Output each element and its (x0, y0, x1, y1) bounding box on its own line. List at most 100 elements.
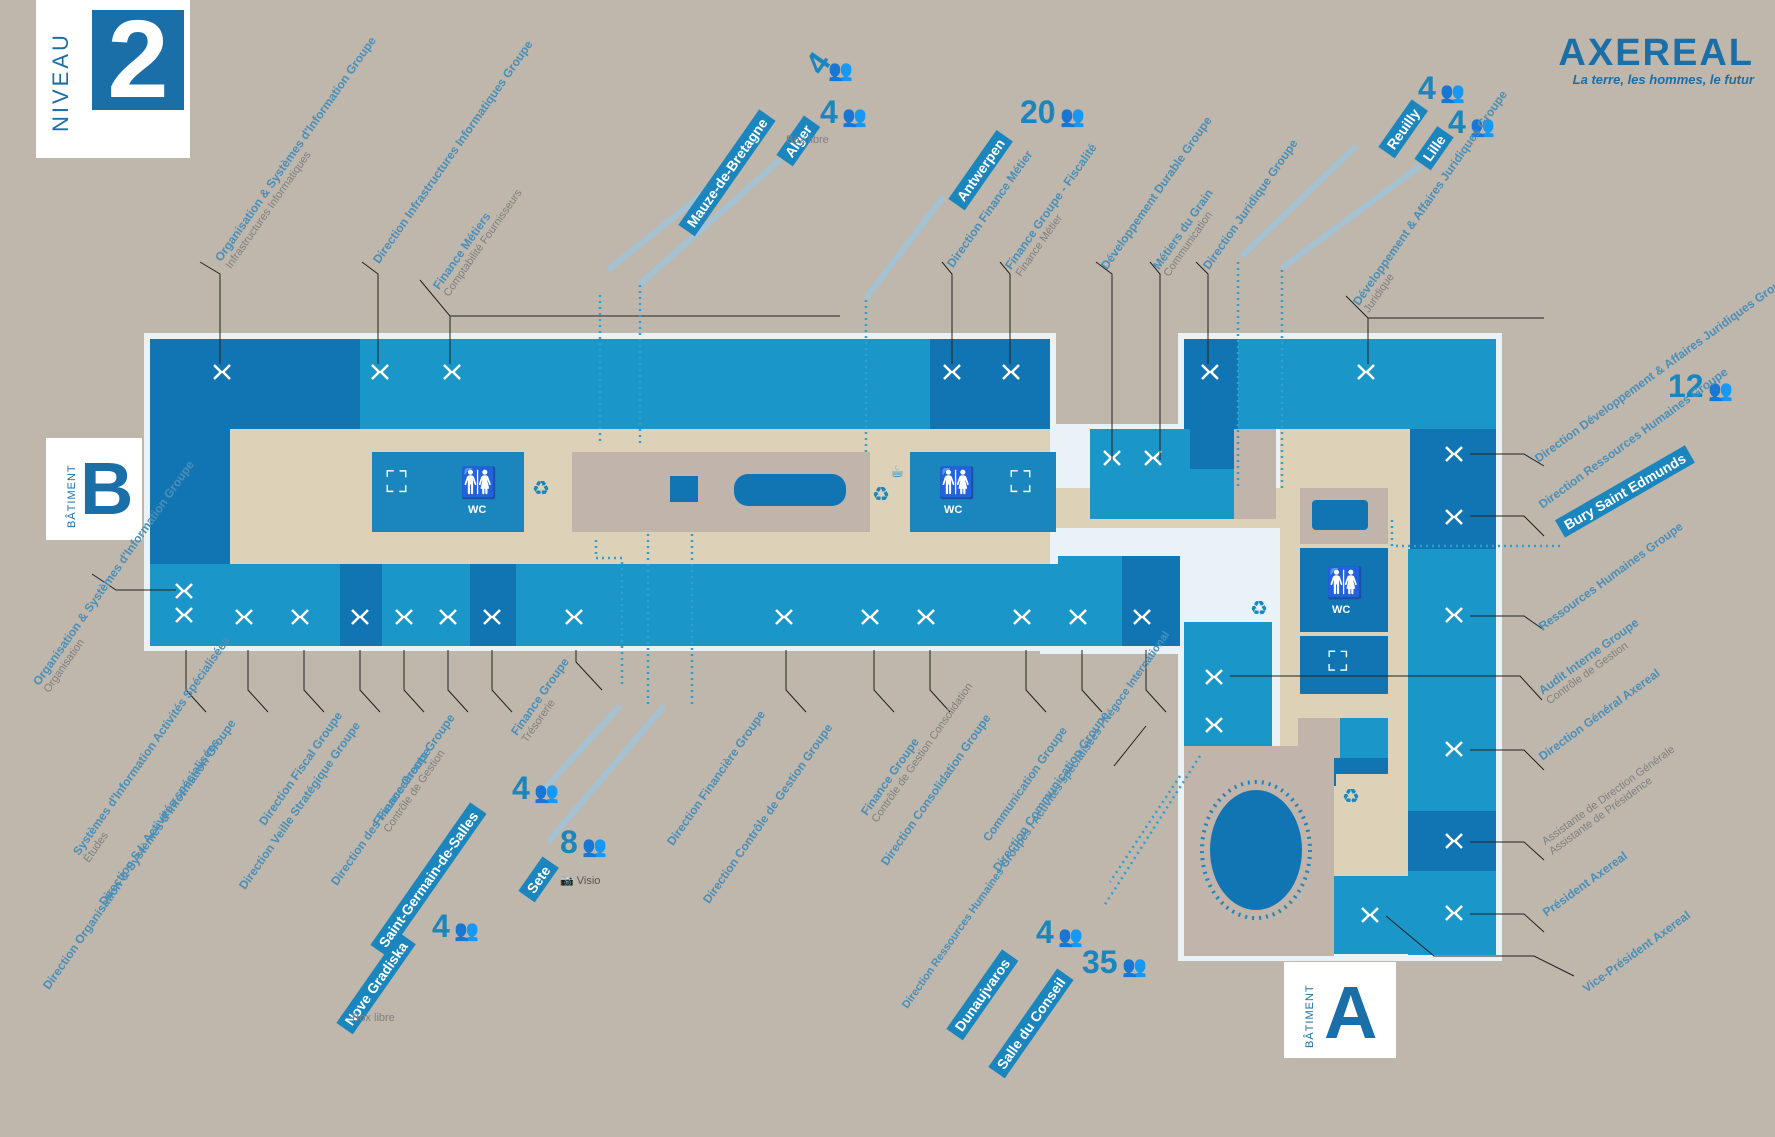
desk-markers (175, 364, 1463, 923)
people-icon: 👥 (582, 836, 608, 858)
office (1184, 339, 1238, 429)
stairs-icon: ⛶ (1010, 466, 1031, 499)
recycle-icon: ♻ (532, 478, 550, 500)
recycle-area (1336, 774, 1388, 818)
wc (1300, 548, 1388, 632)
capacity-value: 4 (1448, 104, 1466, 140)
capacity-value: 35 (1082, 944, 1118, 980)
people-icon: 👥 (828, 60, 853, 82)
building-a-small: BÂTIMENT (1304, 984, 1316, 1048)
capacity-value: 4 (512, 770, 530, 806)
office (1184, 622, 1272, 700)
wc-label: WC (944, 504, 963, 516)
capacity-value: 4 (820, 94, 838, 130)
building-a-badge: BÂTIMENT A (1284, 962, 1396, 1058)
meeting-room-capacity: 12 👥 (1668, 368, 1733, 405)
b-bottom-offices (150, 556, 1180, 646)
office (426, 564, 470, 646)
meeting-room-capacity: 4 👥 (432, 908, 479, 945)
coffee-icon: ☕ (890, 464, 905, 481)
meeting-room-capacity: 4 👥 (1448, 104, 1495, 141)
level-number: 2 (92, 5, 184, 115)
people-icon: 👥 (1060, 106, 1085, 128)
office (1408, 429, 1496, 487)
office (754, 564, 824, 646)
stairs-icon: ⛶ (1328, 646, 1348, 677)
wc-label: WC (468, 504, 487, 516)
capacity-value: 20 (1020, 94, 1056, 130)
toilet-icon: 🚻 (938, 467, 976, 500)
box-libre-note: Box libre (352, 1012, 395, 1024)
capacity-value: 4 (1418, 70, 1436, 106)
people-icon: 👥 (1440, 82, 1466, 104)
office (150, 564, 230, 646)
meeting-room-capacity: 20 👥 (1020, 94, 1085, 131)
meeting-room-capacity: 4 👥 (1036, 914, 1083, 951)
office (470, 564, 516, 646)
office (1408, 549, 1496, 691)
capacity-value: 8 (560, 824, 578, 860)
toilet-icon: 🚻 (1326, 567, 1364, 600)
wc-label: WC (1332, 604, 1351, 616)
office (230, 564, 270, 646)
people-icon: 👥 (1708, 380, 1733, 402)
building-b-small: BÂTIMENT (66, 464, 78, 528)
office (150, 429, 230, 564)
people-icon: 👥 (534, 782, 560, 804)
stairs (996, 452, 1056, 532)
stairs (372, 452, 432, 532)
people-icon: 👥 (1470, 116, 1496, 138)
people-icon: 👥 (842, 106, 868, 128)
office (824, 564, 1058, 646)
recycle-icon: ♻ (1342, 786, 1360, 808)
office (402, 339, 872, 429)
people-icon: 👥 (1058, 926, 1084, 948)
table (670, 476, 698, 502)
conference-table (734, 474, 846, 506)
capacity-value: 12 (1668, 368, 1704, 404)
office (1184, 700, 1272, 746)
recycle-icon: ♻ (872, 484, 890, 506)
office (382, 564, 426, 646)
office (360, 339, 402, 429)
wc (432, 452, 524, 532)
office (340, 564, 382, 646)
brand-tagline: La terre, les hommes, le futur (1572, 72, 1754, 87)
meeting-room-capacity: 4 👥 (512, 770, 559, 807)
table (1312, 500, 1368, 530)
office (1122, 556, 1180, 646)
building-b-letter: B (80, 447, 134, 530)
stairs-icon: ⛶ (386, 466, 407, 499)
conference-table-oval (1210, 790, 1302, 910)
office (270, 564, 340, 646)
office (1190, 429, 1234, 469)
office (872, 339, 930, 429)
meeting-room-capacity: 4 👥 (820, 94, 867, 131)
b-core (372, 452, 1056, 532)
camera-icon: 📷 (560, 875, 574, 887)
office (1058, 556, 1122, 646)
wc (910, 452, 996, 532)
meeting-room (572, 452, 614, 532)
building-b-badge: BÂTIMENT B (46, 438, 142, 540)
level-badge: NIVEAU 2 (36, 0, 190, 158)
capacity-value: 4 (1036, 914, 1054, 950)
meeting-room-capacity: 8 👥 (560, 824, 607, 861)
chairs (1200, 780, 1312, 920)
stairs (1300, 636, 1388, 694)
axereal-logo: AXEREAL La terre, les hommes, le futur (1522, 34, 1754, 87)
box-libre-note: Box libre (786, 134, 829, 146)
people-icon: 👥 (1122, 956, 1147, 978)
meeting-room (1234, 429, 1276, 519)
brand-name: AXEREAL (1558, 32, 1754, 74)
people-icon: 👥 (454, 920, 480, 942)
office (974, 339, 1050, 429)
toilet-icon: 🚻 (460, 467, 498, 500)
leader-lines (91, 261, 1575, 977)
office (150, 339, 360, 429)
office (1090, 429, 1138, 519)
meeting-leaders (594, 262, 1562, 907)
office (516, 564, 754, 646)
building-a (1090, 339, 1496, 956)
